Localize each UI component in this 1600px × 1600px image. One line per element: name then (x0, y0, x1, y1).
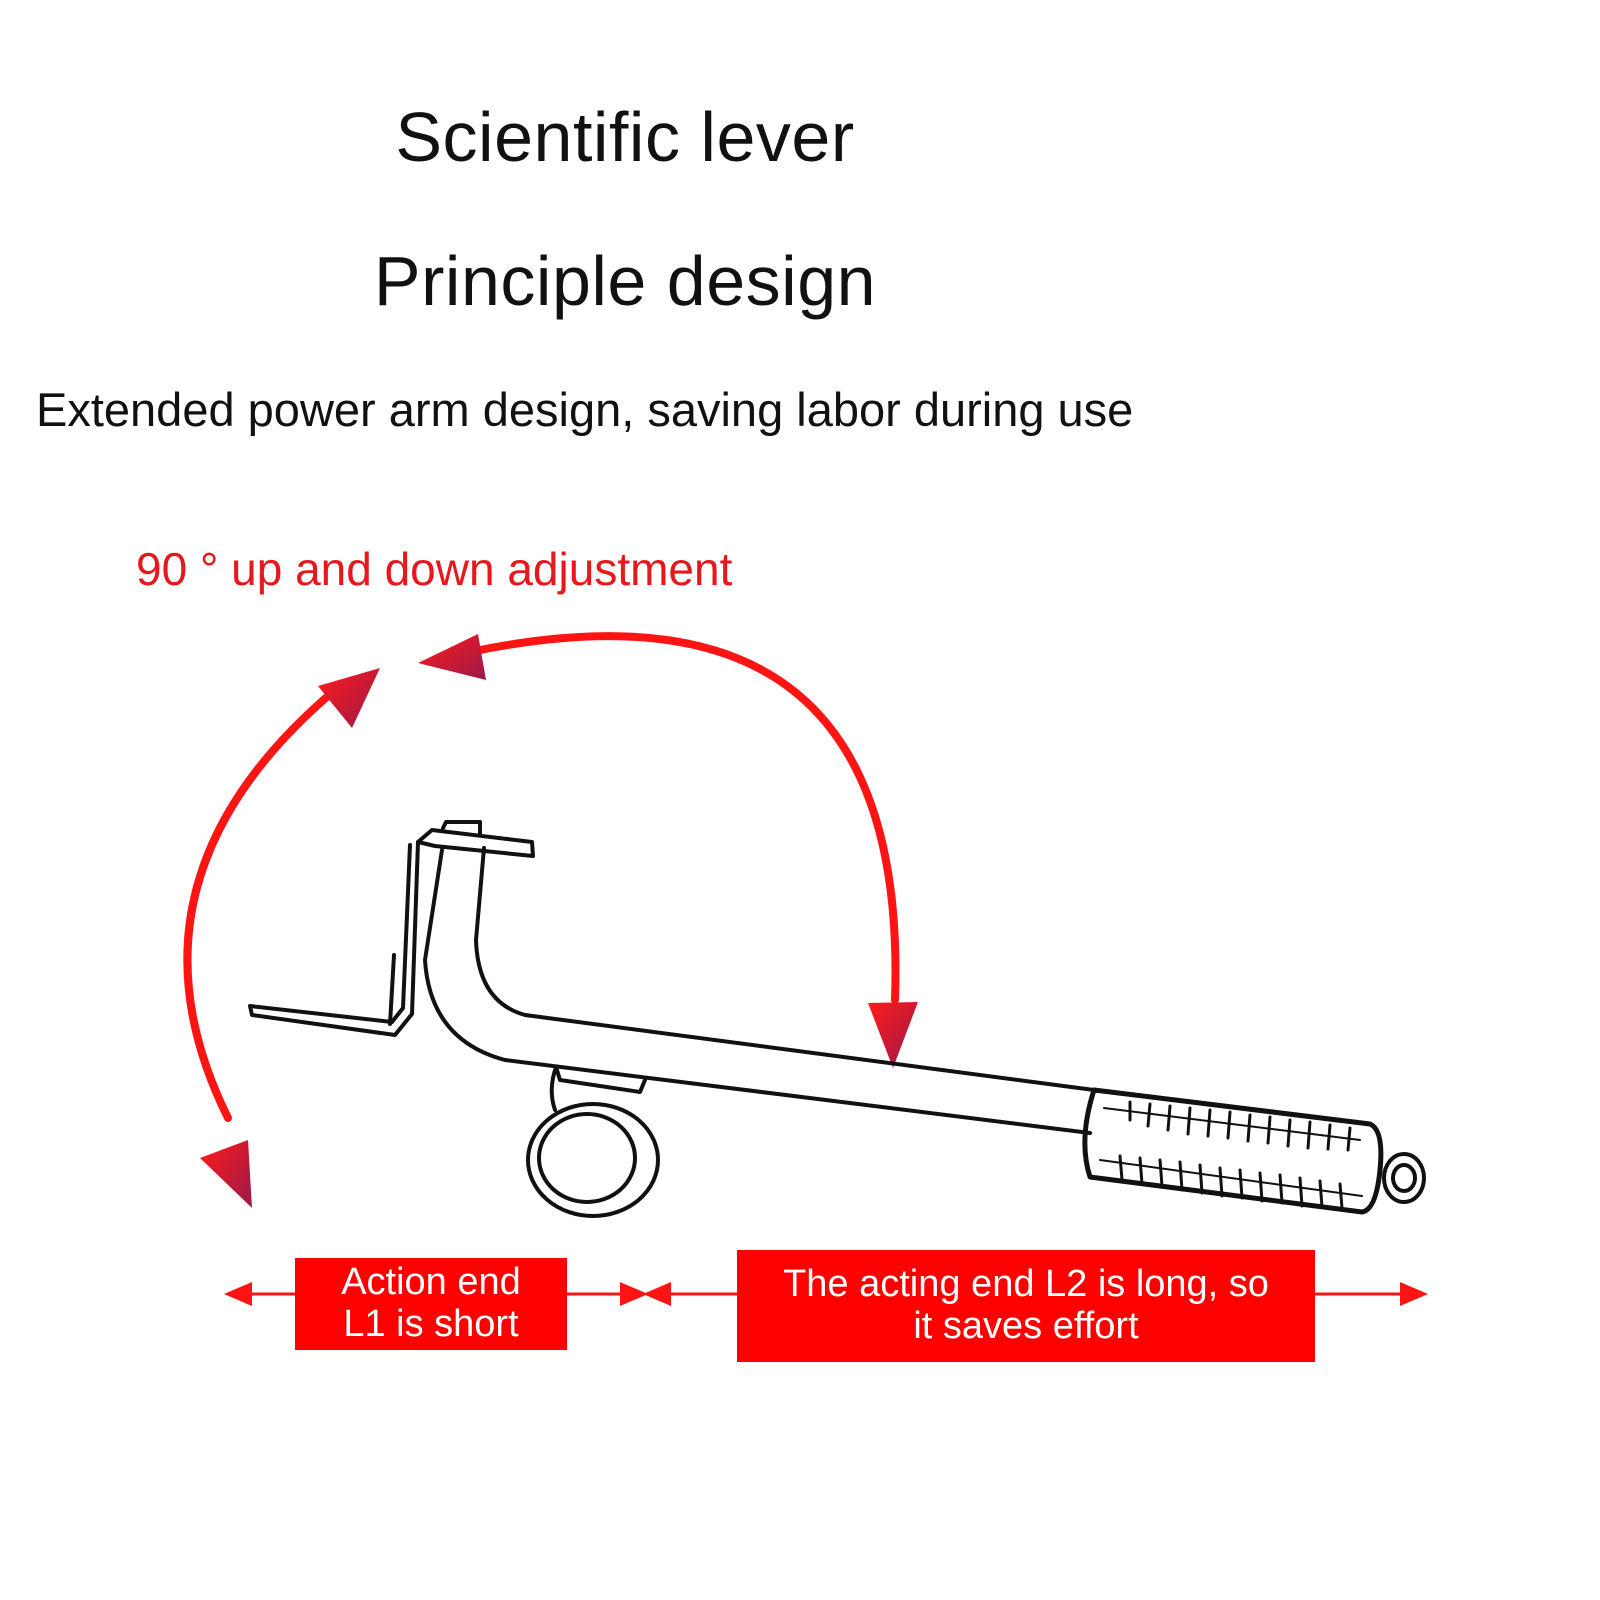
acting-end-dimension-arrow-icon (643, 1282, 1428, 1306)
left-arc-arrow-icon (183, 668, 380, 1208)
title-line-2: Principle design (373, 242, 877, 320)
lever-tool-illustration (248, 820, 1426, 1218)
action-end-dimension-arrow-icon (224, 1282, 648, 1306)
right-arc-arrow-icon (418, 632, 918, 1068)
action-end-label-line-2: L1 is short (343, 1303, 519, 1345)
title-line-1: Scientific lever (395, 98, 855, 176)
acting-end-label-line-2: it saves effort (913, 1305, 1139, 1347)
adjustment-caption: 90 ° up and down adjustment (136, 543, 733, 595)
subtitle: Extended power arm design, saving labor … (36, 383, 1134, 436)
action-end-label: Action end L1 is short (295, 1258, 567, 1350)
acting-end-label: The acting end L2 is long, so it saves e… (737, 1250, 1315, 1362)
action-end-label-line-1: Action end (341, 1261, 521, 1304)
acting-end-label-line-1: The acting end L2 is long, so (783, 1263, 1269, 1306)
